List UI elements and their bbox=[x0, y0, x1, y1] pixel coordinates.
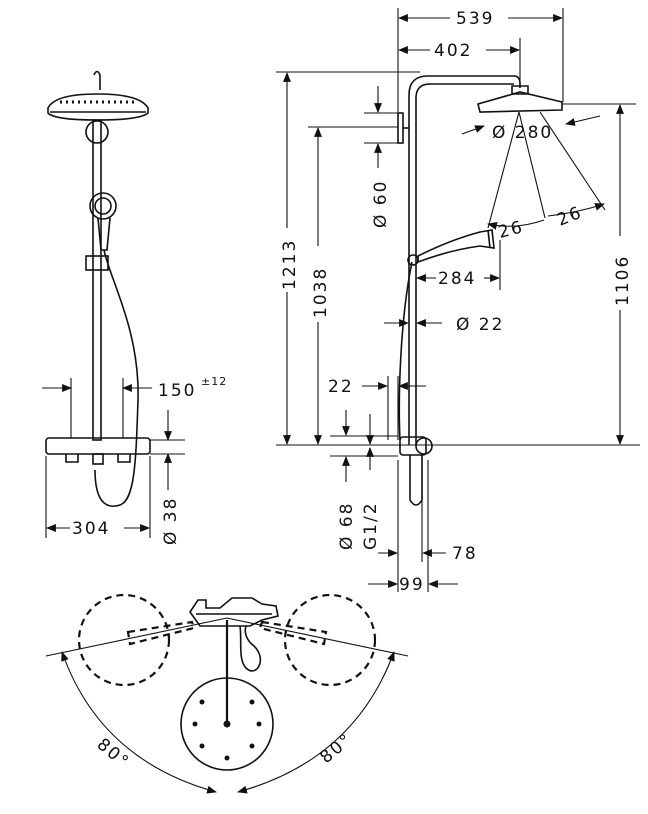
front-riser-pipe bbox=[92, 119, 102, 441]
dim-g12-label: G1/2 bbox=[361, 501, 381, 550]
front-mixer-leg-left bbox=[65, 454, 79, 463]
dim-22-label: 22 bbox=[328, 377, 354, 397]
dim-304-label: 304 bbox=[72, 519, 110, 539]
swivel-left-position bbox=[77, 593, 171, 687]
dim-26b-arc bbox=[547, 203, 605, 217]
front-hand-shower-face bbox=[94, 197, 112, 215]
front-mixer-leg-right bbox=[117, 454, 131, 463]
side-thermostat-knob bbox=[415, 437, 433, 455]
swivel-right-position bbox=[283, 593, 377, 687]
front-spout bbox=[92, 453, 104, 465]
dim-26-line-3 bbox=[539, 111, 606, 211]
angle-right-label: 80° bbox=[316, 729, 357, 768]
dim-539-label: 539 bbox=[456, 9, 494, 29]
dim-26b-label: 26 bbox=[554, 202, 585, 230]
dim-26a-arc bbox=[487, 219, 545, 230]
dim-1213-label: 1213 bbox=[280, 239, 300, 290]
top-hose-loop bbox=[239, 625, 262, 672]
dim-60-label: Ø 60 bbox=[371, 180, 391, 228]
side-hose bbox=[398, 261, 413, 441]
dim-26-line-1 bbox=[487, 111, 520, 229]
dim-1038-label: 1038 bbox=[311, 267, 331, 318]
side-slider bbox=[407, 254, 419, 266]
front-hose bbox=[94, 249, 139, 507]
front-hand-shower-head bbox=[89, 192, 117, 220]
front-wall-bracket bbox=[85, 120, 109, 144]
dim-1106-label: 1106 bbox=[613, 255, 633, 306]
side-hand-shower-face bbox=[487, 229, 491, 249]
dim-280-arrow-right bbox=[565, 115, 601, 126]
dim-280-arrow-left bbox=[461, 125, 485, 135]
dim-26-line-2 bbox=[518, 111, 546, 219]
dim-150-label: 150 bbox=[158, 381, 196, 401]
top-view: 80° 80° bbox=[45, 593, 409, 794]
angle-arc-left bbox=[61, 651, 217, 794]
dim-78-label: 78 bbox=[452, 544, 478, 564]
dim-26a-label: 26 bbox=[496, 217, 526, 243]
front-slider bbox=[85, 255, 109, 271]
side-spout-hose bbox=[409, 455, 423, 506]
angle-ref-left bbox=[45, 617, 228, 657]
top-mixer-body bbox=[189, 597, 279, 627]
side-thermostat-body bbox=[399, 436, 427, 456]
swivel-left-arm bbox=[126, 620, 196, 646]
side-wall-bracket-plate bbox=[397, 112, 404, 144]
dim-150-tolerance: ±12 bbox=[201, 375, 227, 388]
dim-38-label: Ø 38 bbox=[161, 497, 181, 545]
swivel-right-arm bbox=[258, 620, 328, 646]
dim-402-label: 402 bbox=[434, 41, 472, 61]
front-shower-arm-top bbox=[93, 70, 101, 90]
dim-68-label: Ø 68 bbox=[337, 502, 357, 550]
front-view: 150 ±12 Ø 38 304 bbox=[42, 70, 227, 545]
dim-280-label: Ø 280 bbox=[492, 123, 553, 143]
side-riser-inner bbox=[415, 83, 514, 445]
front-shower-head bbox=[47, 93, 149, 121]
angle-arc-right bbox=[237, 651, 395, 794]
dim-284-label: 284 bbox=[438, 269, 476, 289]
angle-left-label: 80° bbox=[93, 735, 134, 774]
angle-ref-right bbox=[226, 617, 409, 657]
dim-22-dia-label: Ø 22 bbox=[456, 315, 504, 335]
front-hand-shower-handle bbox=[97, 217, 111, 251]
side-shower-head bbox=[477, 91, 563, 113]
side-hand-shower bbox=[417, 229, 495, 264]
side-view: 539 402 Ø 280 26 26 Ø 60 284 1213 bbox=[276, 8, 640, 595]
dim-99-label: 99 bbox=[399, 575, 425, 595]
